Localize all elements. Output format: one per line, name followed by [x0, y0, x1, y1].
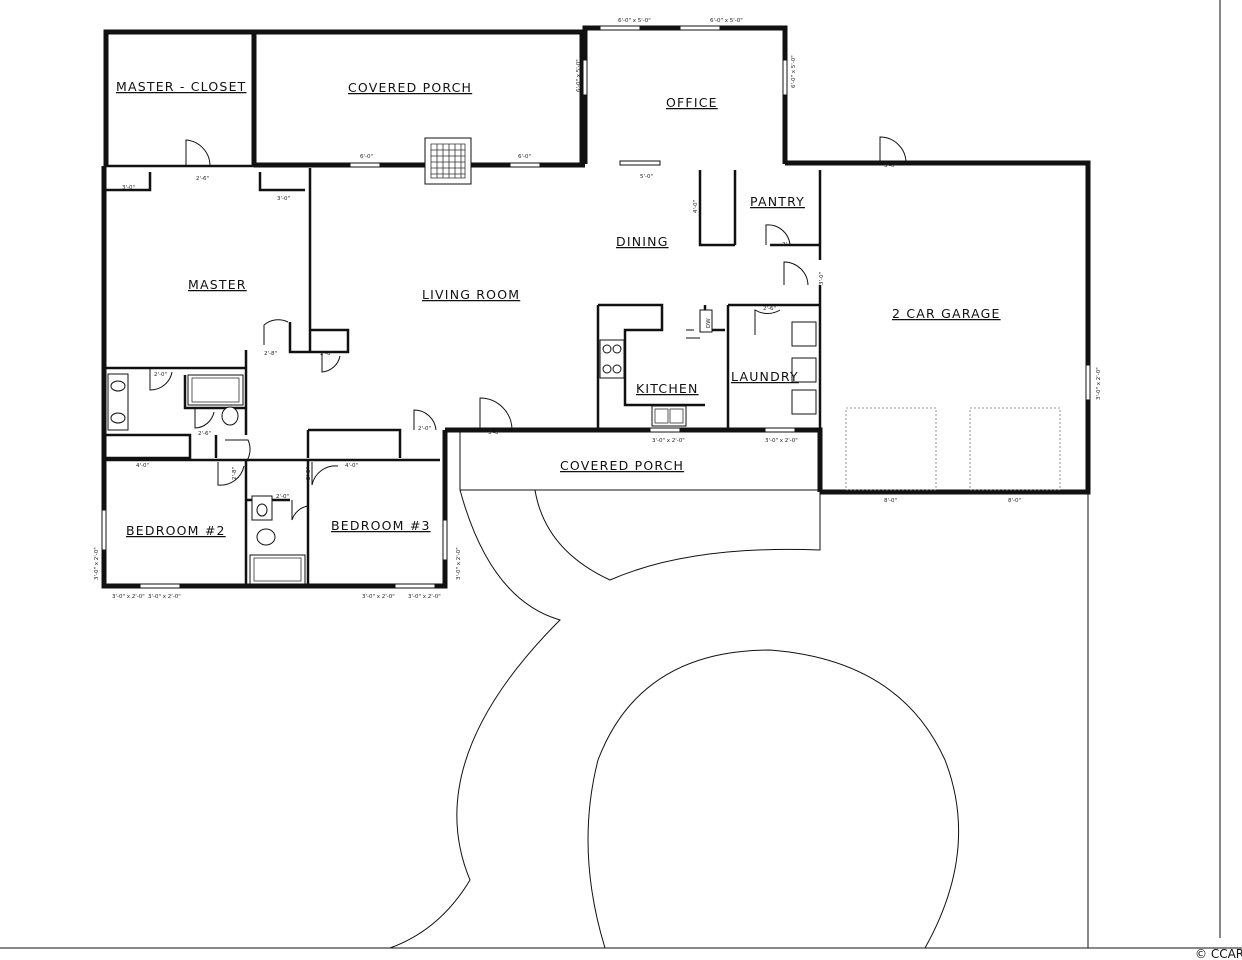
label-bedroom-3: BEDROOM #3 [331, 518, 431, 533]
dimension-notes: 6'-0" x 5'-0" 6'-0" x 5'-0" 6'-0" x 5'-0… [94, 18, 1102, 600]
dim-note: 2'-8" [264, 351, 277, 357]
dim-note: 3'-0" x 2'-0" [362, 594, 395, 600]
label-office: OFFICE [666, 95, 718, 110]
doors [149, 136, 907, 521]
dim-note: 6'-0" [518, 154, 531, 160]
dim-note: 6'-0" [360, 154, 373, 160]
dim-note: 2'-0" [276, 494, 289, 500]
label-laundry: LAUNDRY [731, 369, 799, 384]
room-labels: MASTER - CLOSET COVERED PORCH OFFICE PAN… [116, 79, 1001, 538]
label-covered-porch-rear: COVERED PORCH [348, 80, 472, 95]
dim-note: DW [706, 318, 712, 328]
dim-note: 2'-8" [306, 467, 312, 480]
dim-note: 8'-0" [884, 498, 897, 504]
dim-note: 2'-6" [196, 176, 209, 182]
dim-note: 4'-0" [693, 200, 699, 213]
dim-note: 3'-0" x 2'-0" [652, 438, 685, 444]
laundry-fixtures [791, 321, 817, 415]
garage-doors [845, 407, 1061, 491]
label-master: MASTER [188, 277, 247, 292]
dim-note: 2'-0" [154, 372, 167, 378]
windows [101, 25, 1091, 589]
dim-note: 2'- [782, 242, 789, 248]
dim-note: 6'-0" x 5'-0" [791, 55, 797, 88]
dim-note: 2'-0" [320, 351, 333, 357]
dim-note: 3'-0" x 2'-0" [456, 547, 462, 580]
dim-note: 8'-0" [1008, 498, 1021, 504]
dim-note: 4'-0" [136, 463, 149, 469]
dim-note: 3'-0" [488, 430, 501, 436]
label-living-room: LIVING ROOM [422, 287, 520, 302]
bath-fixtures [107, 373, 306, 585]
label-dining: DINING [616, 234, 669, 249]
label-pantry: PANTRY [750, 194, 805, 209]
dim-note: 2'-8" [232, 467, 238, 480]
dim-note: 3'-0" [819, 272, 825, 285]
dim-note: 3'-0" x 2'-0" [148, 594, 181, 600]
dim-note: 3'-0" [277, 196, 290, 202]
dim-note: 6'-0" x 5'-0" [576, 59, 582, 92]
dim-note: 3'-0" x 2'-0" [112, 594, 145, 600]
dim-note: 3'-0" [884, 163, 897, 169]
dim-note: 3'-0" x 2'-0" [408, 594, 441, 600]
dim-note: 3'-0" x 2'-0" [1096, 367, 1102, 400]
label-garage: 2 CAR GARAGE [892, 306, 1001, 321]
dim-note: 6'-0" x 5'-0" [618, 18, 651, 24]
fireplace-icon [424, 137, 472, 185]
interior-walls [106, 168, 822, 584]
dim-note: 3'-0" x 2'-0" [94, 547, 100, 580]
label-master-closet: MASTER - CLOSET [116, 79, 247, 94]
copyright-watermark: © CCAR [1195, 947, 1242, 960]
kitchen-fixtures [599, 309, 713, 427]
dim-note: 5'-0" [640, 174, 653, 180]
label-kitchen: KITCHEN [636, 381, 699, 396]
dim-note: 4'-0" [345, 463, 358, 469]
dim-note: 3'-0" [122, 185, 135, 191]
dim-note: 2'-6" [763, 306, 776, 312]
dim-note: 3'-0" x 2'-0" [765, 438, 798, 444]
dim-note: 2'-0" [418, 426, 431, 432]
dim-note: 6'-0" x 5'-0" [710, 18, 743, 24]
label-covered-porch-front: COVERED PORCH [560, 458, 684, 473]
dim-note: 2'-6" [198, 431, 211, 437]
label-bedroom-2: BEDROOM #2 [126, 523, 226, 538]
